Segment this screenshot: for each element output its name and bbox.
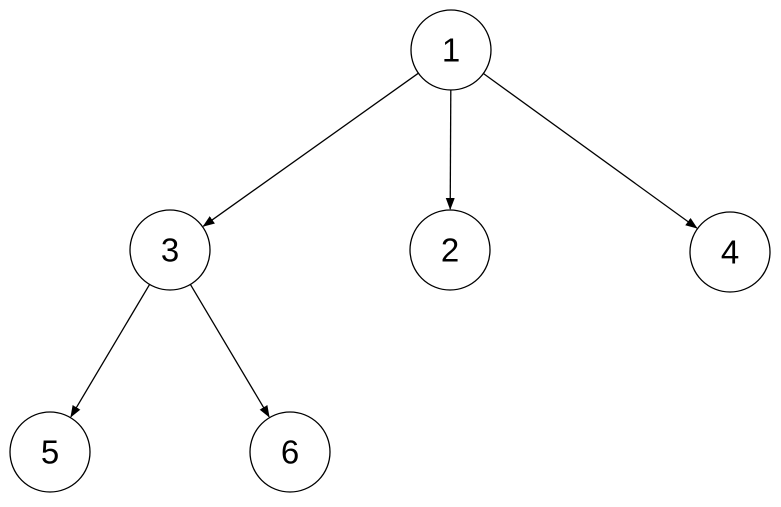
- edge-1-3: [202, 72, 419, 227]
- edge-3-5: [70, 284, 151, 418]
- node-circle: [9, 411, 91, 493]
- node-label: 1: [442, 32, 460, 69]
- node-label: 3: [161, 232, 179, 269]
- tree-node-6: 6: [249, 411, 331, 493]
- edges-layer: [70, 72, 698, 418]
- node-label: 6: [281, 434, 299, 471]
- nodes-layer: 1 3 2 4 5 6: [9, 9, 771, 493]
- edge-1-4: [483, 72, 698, 229]
- node-circle: [689, 211, 771, 293]
- node-label: 4: [721, 234, 739, 271]
- tree-node-2: 2: [409, 209, 491, 291]
- edge-1-2: [445, 89, 455, 210]
- tree-node-3: 3: [129, 209, 211, 291]
- node-label: 5: [41, 434, 59, 471]
- tree-node-4: 4: [689, 211, 771, 293]
- node-circle: [410, 9, 492, 91]
- node-circle: [129, 209, 211, 291]
- tree-node-5: 5: [9, 411, 91, 493]
- node-circle: [409, 209, 491, 291]
- node-circle: [249, 411, 331, 493]
- edge-3-6: [189, 284, 270, 418]
- tree-node-1: 1: [410, 9, 492, 91]
- node-label: 2: [441, 232, 459, 269]
